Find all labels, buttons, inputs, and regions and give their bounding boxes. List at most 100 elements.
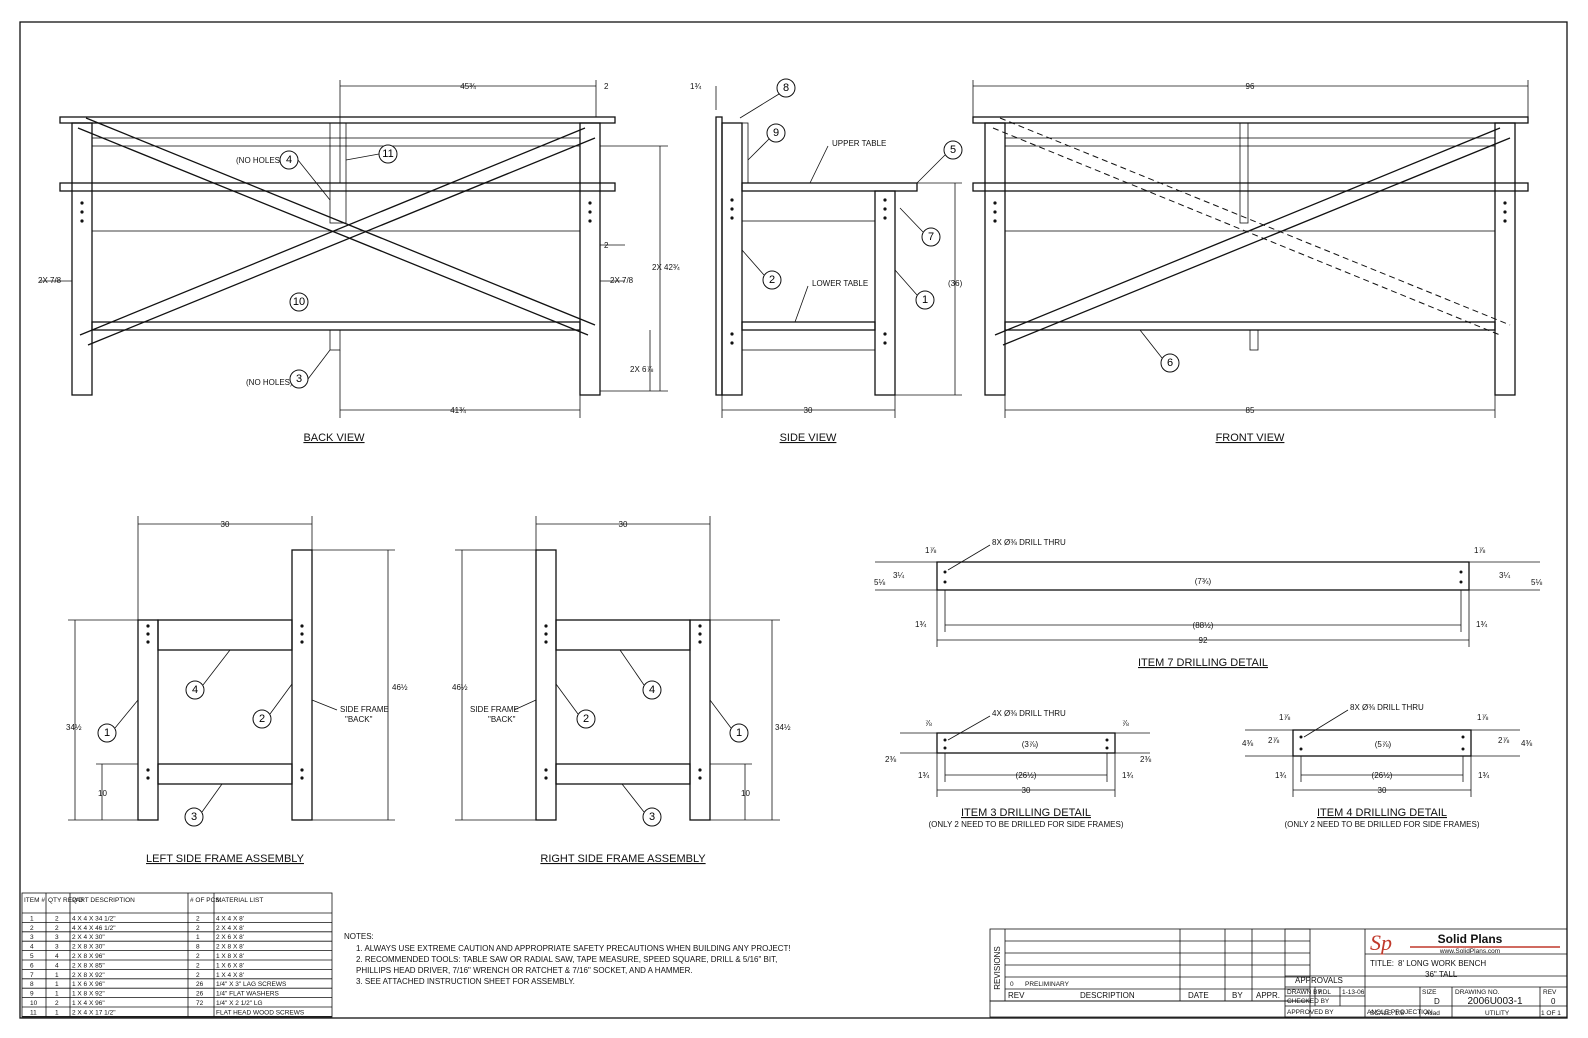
dim-back-bottom: 41¾ [450, 406, 466, 415]
mat-pcs-cell: 26 [196, 991, 204, 998]
note-3: 3. SEE ATTACHED INSTRUCTION SHEET FOR AS… [356, 977, 575, 986]
callouts-left-frame: 4 2 1 3 [97, 649, 338, 827]
dim-i3-b: ⅞ [1122, 719, 1129, 728]
tb-size-label: SIZE [1422, 989, 1437, 996]
bom-desc-cell: 1 X 8 X 92" [72, 991, 105, 998]
tb-rev-label: REV [1543, 989, 1557, 996]
item4-detail [1245, 709, 1520, 797]
label-i7-drill: 8X Ø⅜ DRILL THRU [992, 538, 1066, 547]
bom-qty-cell: 1 [55, 981, 59, 988]
svg-text:2: 2 [259, 713, 265, 725]
svg-text:4: 4 [192, 684, 198, 696]
dim-i4-26: (26½) [1372, 771, 1393, 780]
dim-back-2x6: 2X 6⅞ [630, 365, 653, 374]
label-i4-drill: 8X Ø⅜ DRILL THRU [1350, 703, 1424, 712]
mat-pcs-cell: 26 [196, 981, 204, 988]
bom-h-item: ITEM # [24, 897, 45, 904]
bom-desc-cell: 2 X 8 X 30" [72, 944, 105, 951]
label-rf-back: "BACK" [488, 715, 516, 724]
tb-logo: Sp [1370, 930, 1392, 955]
dim-i7-88: (88½) [1193, 621, 1214, 630]
dim-i4-1d: 1¾ [1478, 771, 1489, 780]
dim-i3-30: 30 [1022, 786, 1031, 795]
bom-qty-cell: 1 [55, 991, 59, 998]
dim-i3-1a: 1¾ [918, 771, 929, 780]
title-item7: ITEM 7 DRILLING DETAIL [1138, 657, 1268, 669]
svg-text:1: 1 [104, 727, 110, 739]
rev-hdr-appr: APPR. [1256, 991, 1280, 1000]
dim-i7-1a: 1⅞ [925, 546, 936, 555]
rev-row-desc: PRELIMINARY [1025, 981, 1070, 988]
title-left-frame: LEFT SIDE FRAME ASSEMBLY [146, 853, 305, 865]
bom-h-desc: PART DESCRIPTION [72, 897, 135, 904]
mat-desc-cell: 1 X 8 X 8' [216, 953, 244, 960]
tb-web: www.SolidPlans.com [1439, 948, 1500, 955]
mat-pcs-cell: 2 [196, 962, 200, 969]
notes-title: NOTES: [344, 932, 374, 941]
sheet-border [19, 21, 1568, 1019]
dim-i3-center: (3⅞) [1022, 740, 1039, 749]
tb-drawing-no: 2006U003-1 [1467, 996, 1522, 1007]
dim-lf-46: 46½ [392, 683, 408, 692]
bom-item-cell: 9 [30, 991, 34, 998]
dim-rf-46: 46½ [452, 683, 468, 692]
svg-text:6: 6 [1167, 357, 1173, 369]
title-right-frame: RIGHT SIDE FRAME ASSEMBLY [540, 853, 706, 865]
dim-i3-2a: 2⅜ [885, 755, 896, 764]
dim-back-top: 45¾ [460, 82, 476, 91]
dim-i3-1b: 1¾ [1122, 771, 1133, 780]
svg-text:8: 8 [783, 82, 789, 94]
mat-desc-cell: FLAT HEAD WOOD SCREWS [216, 1009, 305, 1016]
revisions-label: REVISIONS [993, 946, 1002, 990]
bom-qty-cell: 3 [55, 944, 59, 951]
title-item3: ITEM 3 DRILLING DETAIL [961, 807, 1091, 819]
label-rf-side-frame: SIDE FRAME [470, 705, 519, 714]
note-1: 1. ALWAYS USE EXTREME CAUTION AND APPROP… [356, 944, 791, 953]
side-view [715, 86, 962, 418]
dim-lf-10: 10 [98, 789, 107, 798]
dim-i4-4a: 4⅜ [1242, 739, 1253, 748]
revisions-block [989, 928, 1311, 1018]
bom-desc-cell: 2 X 8 X 96" [72, 953, 105, 960]
note-item3: (ONLY 2 NEED TO BE DRILLED FOR SIDE FRAM… [928, 820, 1123, 829]
dim-i4-30: 30 [1378, 786, 1387, 795]
dim-front-85: 85 [1246, 406, 1255, 415]
item3-detail [900, 715, 1150, 797]
bom-desc-cell: 2 X 8 X 85" [72, 962, 105, 969]
bom-qty-cell: 3 [55, 934, 59, 941]
dim-i7-1d: 1¾ [1476, 620, 1487, 629]
bom-desc-cell: 2 X 8 X 92" [72, 972, 105, 979]
tb-rev: 0 [1551, 997, 1556, 1006]
svg-text:10: 10 [293, 296, 305, 308]
rev-hdr-rev: REV [1008, 991, 1025, 1000]
right-side-frame [455, 516, 780, 821]
callouts-side: 8 9 5 7 2 1 [739, 78, 963, 323]
svg-text:4: 4 [649, 684, 655, 696]
label-lower-table: LOWER TABLE [812, 279, 868, 288]
tb-category: UTILITY [1485, 1010, 1510, 1017]
bom-item-cell: 6 [30, 962, 34, 969]
tb-size: D [1434, 997, 1440, 1006]
tb-sheet: 1 OF 1 [1541, 1010, 1561, 1017]
mat-desc-cell: 1 X 4 X 8' [216, 972, 244, 979]
tb-drawing-no-label: DRAWING NO. [1455, 989, 1500, 996]
tb-approved-by: APPROVED BY [1287, 1009, 1334, 1016]
mat-desc-cell: 2 X 8 X 8' [216, 944, 244, 951]
title-back-view: BACK VIEW [303, 432, 365, 444]
mat-desc-cell: 1/4" X 2 1/2" LG [216, 1000, 263, 1007]
dim-i4-1c: 1¾ [1275, 771, 1286, 780]
dim-i7-5a: 5⅛ [874, 578, 885, 587]
bom-desc-cell: 1 X 4 X 96" [72, 1000, 105, 1007]
item7-detail [875, 544, 1540, 647]
bom-item-cell: 8 [30, 981, 34, 988]
dim-front-96: 96 [1246, 82, 1255, 91]
label-i3-drill: 4X Ø⅜ DRILL THRU [992, 709, 1066, 718]
mat-pcs-cell: 2 [196, 915, 200, 922]
rev-hdr-date: DATE [1188, 991, 1209, 1000]
mat-desc-cell: 4 X 4 X 8' [216, 915, 244, 922]
mat-desc-cell: 2 X 4 X 8' [216, 925, 244, 932]
dim-back-2x42: 2X 42¾ [652, 263, 680, 272]
bom-qty-cell: 2 [55, 1000, 59, 1007]
bom-item-cell: 2 [30, 925, 34, 932]
